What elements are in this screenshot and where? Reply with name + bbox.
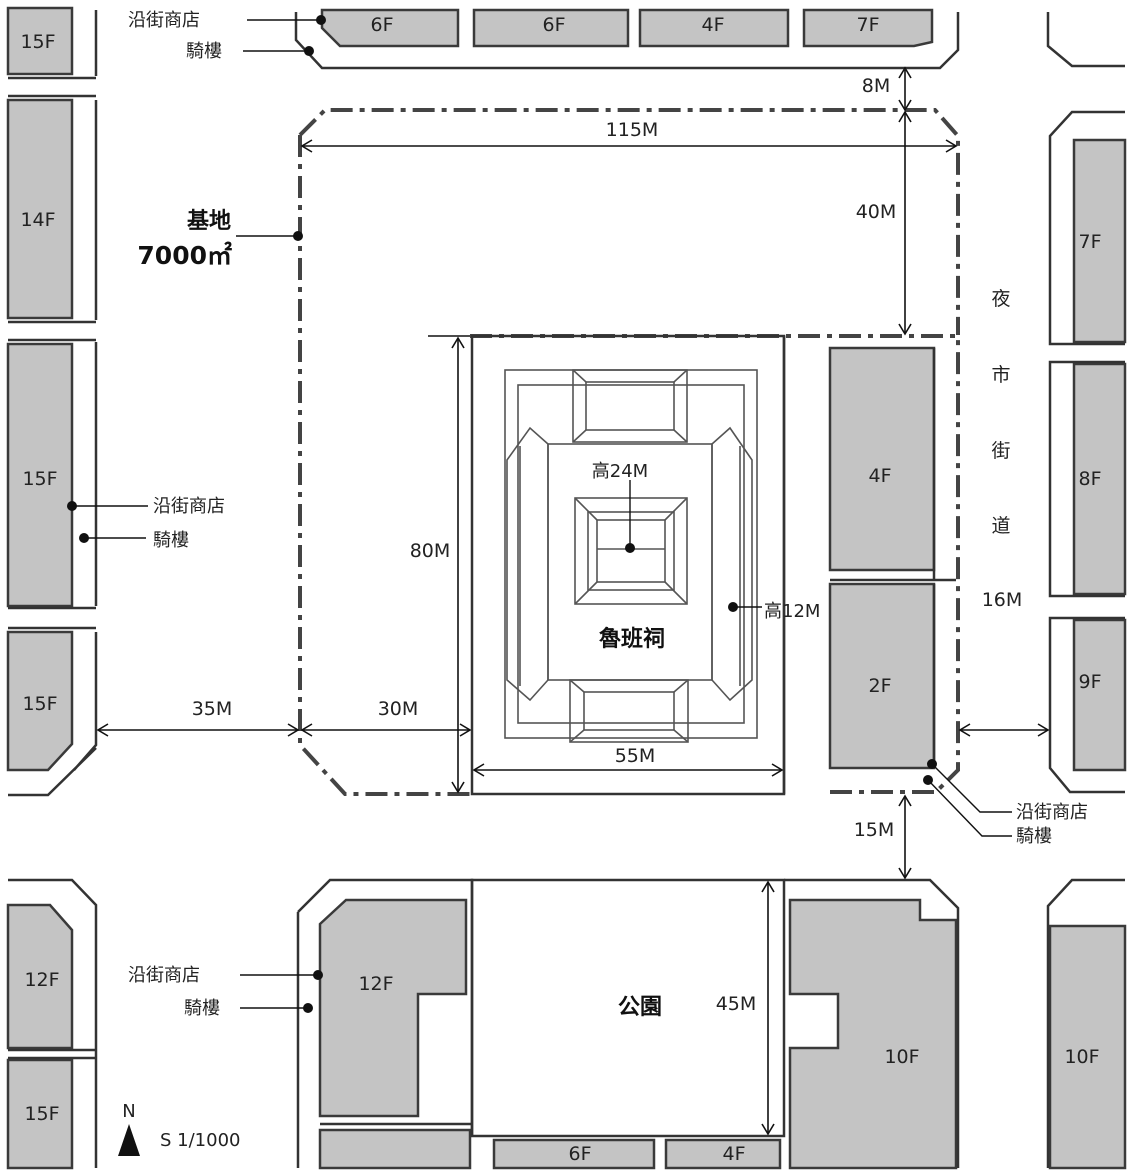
dim-55m: 55M (615, 745, 656, 767)
temple-high-center: 高24M (592, 461, 648, 482)
building-left-2 (6, 98, 74, 320)
floor-labels: 6F 6F 4F 7F 15F 14F 15F 15F 7F 8F 9F 4F … (20, 14, 1101, 1165)
site-boundary (298, 108, 960, 796)
floor-bottom-r2: 10F (1064, 1046, 1099, 1068)
dim-16m: 16M (982, 589, 1023, 611)
floor-site-e1: 4F (868, 465, 891, 487)
dim-115m: 115M (606, 119, 659, 141)
temple-left-wing (506, 426, 549, 702)
dim-15m: 15M (854, 819, 895, 841)
floor-left-3: 15F (22, 468, 57, 490)
building-bottom-s2 (664, 1138, 782, 1170)
building-bottom-s1 (492, 1138, 656, 1170)
building-bottom-c (318, 898, 468, 1118)
temple-high-side: 高12M (764, 601, 820, 622)
label-shop-left: 沿街商店 (153, 496, 225, 517)
floor-top-d: 7F (856, 14, 879, 36)
floor-right-3: 9F (1078, 671, 1101, 693)
building-bottom-l2 (6, 1058, 74, 1170)
building-top-c (638, 8, 790, 48)
label-arcade-left: 騎樓 (153, 530, 189, 551)
floor-left-2: 14F (20, 209, 55, 231)
bottom-building-area (6, 878, 1127, 1170)
dim-35m: 35M (192, 698, 233, 720)
label-shop-top: 沿街商店 (128, 10, 200, 31)
building-left-3 (6, 342, 74, 608)
floor-bottom-s2: 4F (722, 1143, 745, 1165)
building-left-1 (6, 6, 74, 76)
label-arcade-bottom: 騎樓 (184, 998, 220, 1019)
building-bottom-l1 (6, 903, 74, 1050)
building-bottom-r1 (788, 898, 958, 1170)
night-market-char-4: 道 (991, 515, 1010, 537)
building-right-2 (1072, 362, 1127, 596)
building-bottom-r2 (1048, 924, 1127, 1170)
floor-right-2: 8F (1078, 468, 1101, 490)
park (470, 878, 786, 1138)
dimension-lines (96, 66, 1050, 1136)
north-label: N (122, 1101, 135, 1122)
temple-main-hall (574, 497, 688, 605)
floor-top-b: 6F (542, 14, 565, 36)
floor-bottom-l2: 15F (24, 1103, 59, 1125)
site-east-buildings (828, 346, 956, 770)
floor-bottom-r1: 10F (884, 1046, 919, 1068)
night-market-char-1: 夜 (991, 288, 1010, 310)
dimension-labels: 8M 115M 40M 80M 35M 30M 55M 16M 15M 45M (192, 75, 1023, 1015)
north-arrow-icon (118, 1124, 140, 1156)
night-market-char-3: 街 (991, 440, 1010, 462)
temple-bottom-hall (569, 679, 689, 743)
top-building-row (294, 8, 1125, 70)
left-building-column (6, 6, 98, 797)
building-right-1 (1072, 138, 1127, 344)
floor-bottom-c: 12F (358, 973, 393, 995)
temple-precinct (470, 334, 786, 796)
building-site-e2 (828, 582, 936, 770)
floor-bottom-s1: 6F (568, 1143, 591, 1165)
label-arcade-right: 騎樓 (1016, 826, 1052, 847)
night-market-char-2: 市 (991, 364, 1010, 386)
floor-top-a: 6F (370, 14, 393, 36)
dim-45m: 45M (716, 993, 757, 1015)
site-area: 7000㎡ (137, 241, 232, 270)
building-top-a (320, 8, 460, 48)
floor-left-4: 15F (22, 693, 57, 715)
floor-top-c: 4F (701, 14, 724, 36)
park-name: 公園 (618, 995, 662, 1020)
dim-8m: 8M (862, 75, 890, 97)
dim-80m: 80M (410, 540, 451, 562)
dim-30m: 30M (378, 698, 419, 720)
label-shop-right: 沿街商店 (1016, 802, 1088, 823)
label-shop-bottom: 沿街商店 (128, 965, 200, 986)
temple-name: 魯班祠 (598, 626, 665, 652)
floor-left-1: 15F (20, 31, 55, 53)
scale-label: S 1/1000 (160, 1130, 240, 1151)
floor-bottom-l1: 12F (24, 969, 59, 991)
text-labels: 沿街商店 騎樓 基地 7000㎡ 沿街商店 騎樓 高24M 高12M 魯班祠 夜… (122, 10, 1088, 1151)
site-name: 基地 (187, 209, 231, 234)
dim-40m: 40M (856, 201, 897, 223)
building-top-d (802, 8, 934, 48)
building-left-4 (6, 630, 74, 772)
floor-site-e2: 2F (868, 675, 891, 697)
building-top-b (472, 8, 630, 48)
building-site-e1 (828, 346, 936, 572)
callout-leaders (67, 15, 1012, 1156)
floor-right-1: 7F (1078, 231, 1101, 253)
label-arcade-top: 騎樓 (186, 41, 222, 62)
building-right-3 (1072, 618, 1127, 772)
temple-right-wing (711, 426, 753, 702)
temple-top-hall (572, 369, 688, 443)
right-building-column (1048, 110, 1127, 794)
building-bottom-c2 (318, 1128, 472, 1170)
